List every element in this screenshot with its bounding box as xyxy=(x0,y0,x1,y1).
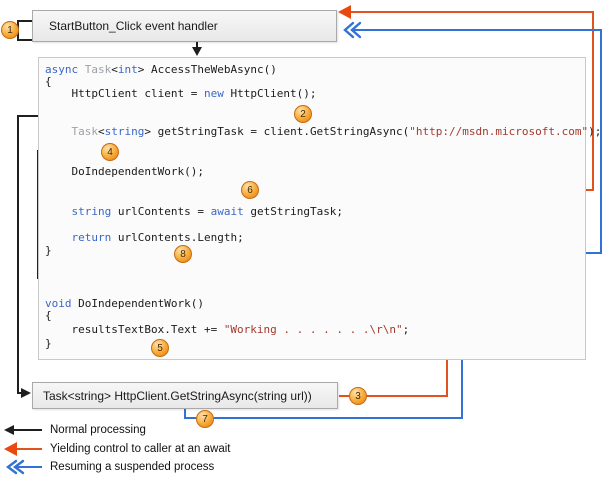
normal-arrow-icon xyxy=(4,425,42,435)
node-accesstheweb-code: async Task<int> AccessTheWebAsync(){ Htt… xyxy=(38,57,601,360)
step-badge-5: 5 xyxy=(151,339,169,357)
step-badge-4: 4 xyxy=(101,143,119,161)
legend-resume: Resuming a suspended process xyxy=(0,458,214,476)
code-line-3: HttpClient client = new HttpClient(); xyxy=(45,87,317,100)
node-startbutton-label: StartButton_Click event handler xyxy=(49,19,218,33)
node-getstringasync-label: Task<string> HttpClient.GetStringAsync(s… xyxy=(43,388,312,403)
code-line-4: Task<string> getStringTask = client.GetS… xyxy=(71,125,602,138)
node-startbutton-handler: StartButton_Click event handler xyxy=(32,10,337,42)
step-badge-6: 6 xyxy=(241,181,259,199)
code-line-8: } xyxy=(45,244,52,257)
code-line-5: DoIndependentWork(); xyxy=(45,165,204,178)
legend-normal-label: Normal processing xyxy=(50,424,146,436)
legend-normal: Normal processing xyxy=(0,421,146,439)
step-badge-2: 2 xyxy=(294,105,312,123)
step-badge-1: 1 xyxy=(1,21,19,39)
code-line-12: } xyxy=(45,337,52,350)
node-getstringasync: Task<string> HttpClient.GetStringAsync(s… xyxy=(32,382,338,409)
resume-arrow-icon xyxy=(6,459,42,475)
step-badge-3: 3 xyxy=(349,387,367,405)
code-line-2: { xyxy=(45,75,52,88)
code-line-7: return urlContents.Length; xyxy=(71,231,244,244)
code-line-1: async Task<int> AccessTheWebAsync() xyxy=(45,63,277,76)
step-badge-7: 7 xyxy=(196,410,214,428)
code-line-9: void DoIndependentWork() xyxy=(45,297,204,310)
legend-yield: Yielding control to caller at an await xyxy=(0,440,230,458)
legend-resume-label: Resuming a suspended process xyxy=(50,461,215,473)
legend-yield-label: Yielding control to caller at an await xyxy=(50,443,231,455)
step-badge-8: 8 xyxy=(174,245,192,263)
yield-arrow-icon xyxy=(4,442,42,456)
code-line-10: { xyxy=(45,309,52,322)
code-line-11: resultsTextBox.Text += "Working . . . . … xyxy=(45,323,410,336)
code-line-6: string urlContents = await getStringTask… xyxy=(71,205,344,218)
